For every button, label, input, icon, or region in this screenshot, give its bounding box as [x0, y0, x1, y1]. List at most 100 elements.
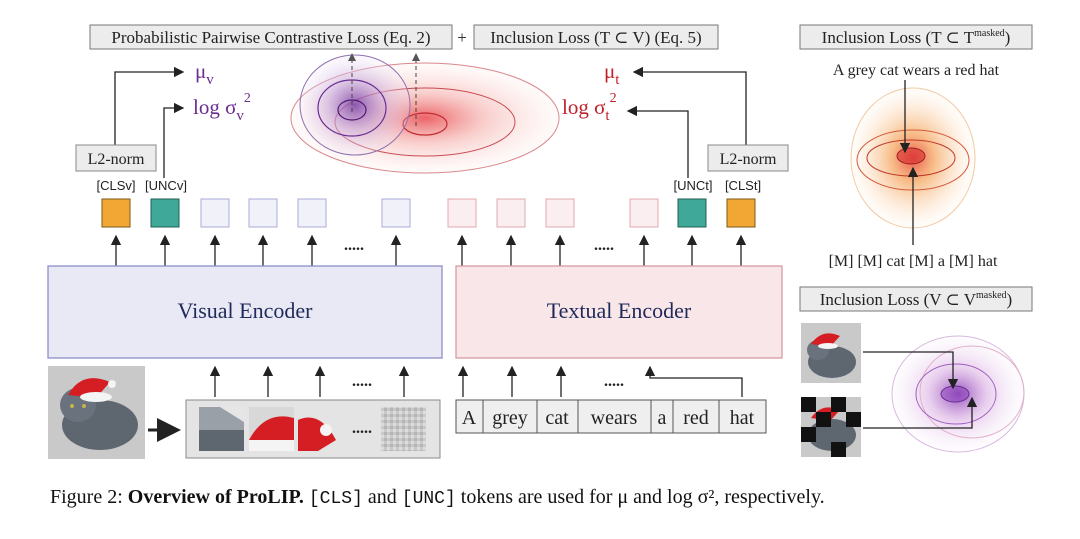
textual-encoder-label: Textual Encoder: [547, 298, 692, 323]
text-mu-symbol: μ: [604, 59, 615, 83]
inclusion-masked-text-sup: masked: [974, 28, 1005, 39]
full-caption-text: A grey cat wears a red hat: [833, 62, 1000, 79]
text-mu-arrow: [632, 66, 747, 145]
visual-l2norm-box: L2-norm: [75, 144, 157, 172]
visual-patch-token: [297, 198, 327, 228]
svg-text:log σv2: log σv2: [193, 91, 251, 124]
visual-patch-token: [381, 198, 411, 228]
masked-cat-image: [801, 397, 861, 457]
caption-token-row: A grey cat wears a red hat: [455, 399, 767, 434]
visual-unc-token: [150, 198, 180, 228]
contrastive-loss-box: Probabilistic Pairwise Contrastive Loss …: [89, 24, 453, 50]
inclusion-loss-masked-text-box: Inclusion Loss (T ⊂ Tmasked): [799, 24, 1033, 50]
figure-caption: Figure 2: Overview of ProLIP. [CLS] and …: [50, 486, 1050, 509]
visual-distribution-outer: [299, 54, 411, 156]
svg-text:μv: μv: [195, 59, 214, 88]
text-input-arrows: [457, 365, 743, 397]
text-log-sigma-label: log σt2: [562, 91, 617, 124]
visual-l2norm-label: L2-norm: [88, 151, 145, 168]
plus-sign: +: [457, 28, 467, 47]
text-word-token: [447, 198, 477, 228]
inclusion-loss-masked-vis-box: Inclusion Loss (V ⊂ Vmasked): [799, 286, 1033, 312]
visual-log-sigma-sup: 2: [244, 91, 251, 106]
masked-cat-arrow: [863, 396, 978, 429]
text-input-dots: .....: [604, 373, 624, 390]
svg-text:μt: μt: [604, 59, 620, 88]
inclusion-masked-vis-sup: masked: [976, 290, 1007, 301]
image-patch: [381, 407, 426, 451]
contrastive-loss-label: Probabilistic Pairwise Contrastive Loss …: [111, 28, 430, 47]
inclusion-masked-text-label: Inclusion Loss (T ⊂ T: [822, 28, 975, 47]
caption-token: grey: [492, 407, 528, 429]
caption-bold-title: Overview of ProLIP.: [127, 486, 304, 508]
visual-sigma-arrow: [163, 102, 185, 178]
visual-token-dots: .....: [344, 237, 364, 254]
text-token-dots: .....: [594, 237, 614, 254]
inclusion-masked-vis-label: Inclusion Loss (V ⊂ V: [820, 290, 977, 309]
visual-patch-arrows: [209, 365, 410, 397]
image-patch: [199, 407, 244, 451]
svg-text:Inclusion Loss (V ⊂ Vmasked): Inclusion Loss (V ⊂ Vmasked): [820, 290, 1012, 309]
text-cls-label: [CLSt]: [725, 178, 761, 193]
visual-mu-symbol: μ: [195, 59, 206, 83]
visual-patch-token: [248, 198, 278, 228]
visual-mu-sub: v: [206, 72, 214, 88]
visual-patch-token: [200, 198, 230, 228]
visual-cls-label: [CLSv]: [96, 178, 135, 193]
visual-patch-dots-upper: .....: [352, 373, 372, 390]
masked-caption-text: [M] [M] cat [M] a [M] hat: [829, 253, 998, 270]
text-l2norm-label: L2-norm: [720, 151, 777, 168]
svg-text:Inclusion Loss (T ⊂ Tmasked): Inclusion Loss (T ⊂ Tmasked): [822, 28, 1011, 47]
image-patches-strip: .....: [185, 399, 441, 459]
caption-token: hat: [730, 407, 755, 429]
caption-rest: tokens are used for μ and log σ², respec…: [455, 486, 825, 508]
caption-prefix: Figure 2:: [50, 486, 128, 508]
small-cat-arrow: [863, 351, 959, 390]
text-cls-token: [726, 198, 756, 228]
text-sigma-arrow: [626, 105, 689, 178]
caption-token: A: [462, 407, 477, 429]
text-log-sigma-sup: 2: [610, 91, 617, 106]
inclusion-loss-tv-label: Inclusion Loss (T ⊂ V) (Eq. 5): [490, 28, 701, 47]
vis-masked-distributions: [891, 335, 1025, 453]
text-l2norm-box: L2-norm: [707, 144, 789, 172]
svg-text:log σt2: log σt2: [562, 91, 617, 124]
caption-token: red: [683, 407, 709, 429]
caption-token: cat: [545, 407, 569, 429]
visual-unc-label: [UNCv]: [145, 178, 187, 193]
text-log-sigma-text: log σ: [562, 95, 605, 119]
caption-and: and: [362, 486, 402, 508]
visual-distribution-inner: [337, 99, 367, 121]
text-word-token: [496, 198, 526, 228]
text-mu-sub: t: [615, 72, 620, 88]
visual-mu-label: μv: [195, 59, 214, 88]
textual-encoder: Textual Encoder: [455, 265, 783, 359]
text-token-arrows: [456, 234, 747, 266]
visual-token-arrows: [110, 234, 402, 266]
image-patch: [298, 407, 343, 451]
visual-log-sigma-text: log σ: [193, 95, 236, 119]
caption-code-cls: [CLS]: [308, 489, 363, 509]
visual-log-sigma-label: log σv2: [193, 91, 251, 124]
visual-cls-token: [101, 198, 131, 228]
caption-token: a: [658, 407, 667, 429]
text-mu-label: μt: [604, 59, 620, 88]
visual-log-sigma-sub: v: [236, 108, 244, 124]
caption-code-unc: [UNC]: [401, 489, 456, 509]
visual-mu-arrow: [114, 66, 185, 145]
embedding-space-distributions: [290, 53, 560, 174]
visual-patch-dots-lower: .....: [352, 420, 372, 437]
text-word-token: [629, 198, 659, 228]
text-unc-label: [UNCt]: [674, 178, 713, 193]
text-log-sigma-sub: t: [605, 108, 610, 124]
text-unc-token: [677, 198, 707, 228]
text-word-token: [545, 198, 575, 228]
visual-encoder: Visual Encoder: [47, 265, 443, 359]
small-cat-image: [801, 323, 861, 383]
cat-image: [48, 366, 145, 459]
caption-token: wears: [591, 407, 638, 429]
image-patch: [249, 407, 294, 451]
visual-encoder-label: Visual Encoder: [178, 298, 314, 323]
